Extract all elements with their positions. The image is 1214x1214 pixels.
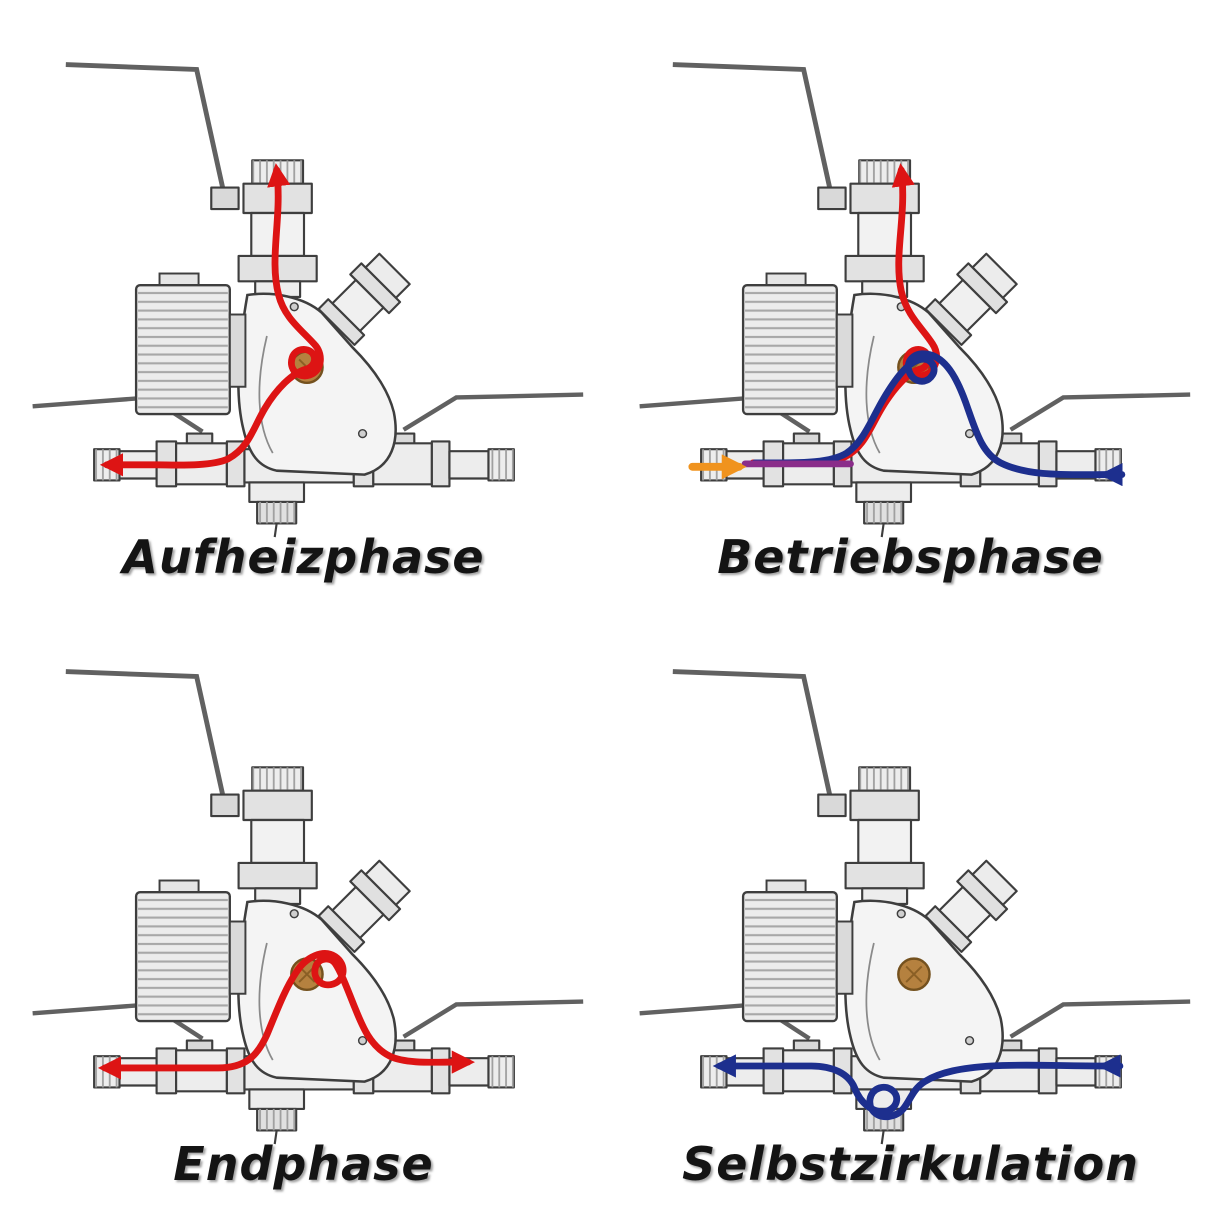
panel-betriebsphase: Betriebsphase — [607, 0, 1214, 607]
panel-aufheizphase: Aufheizphase — [0, 0, 607, 607]
cold-return-path — [750, 350, 1112, 479]
valve-assembly-drawing — [32, 672, 583, 1144]
phase-label-aufheizphase: Aufheizphase — [122, 530, 485, 584]
hot-circulation-path — [99, 163, 324, 477]
phase-label-betriebsphase: Betriebsphase — [717, 530, 1104, 584]
phase-label-selbstzirkulation: Selbstzirkulation — [682, 1137, 1139, 1191]
panel-selbstzirkulation: Selbstzirkulation — [607, 607, 1214, 1214]
flow-arrows-layer — [712, 1054, 1123, 1121]
cold-circulation-path — [712, 1054, 1110, 1121]
valve-diagram-endphase — [11, 615, 597, 1147]
valve-diagram-selbstzirkulation — [618, 615, 1204, 1147]
valve-diagram-betriebsphase — [618, 8, 1204, 540]
panel-endphase: Endphase — [0, 607, 607, 1214]
phase-label-endphase: Endphase — [173, 1137, 434, 1191]
valve-assembly-drawing — [639, 672, 1190, 1144]
flow-arrows-layer — [99, 163, 324, 477]
flow-arrows-layer — [97, 950, 475, 1080]
valve-diagram-aufheizphase — [11, 8, 597, 540]
hot-flow-path — [97, 950, 475, 1080]
flow-arrows-layer — [687, 163, 1125, 487]
